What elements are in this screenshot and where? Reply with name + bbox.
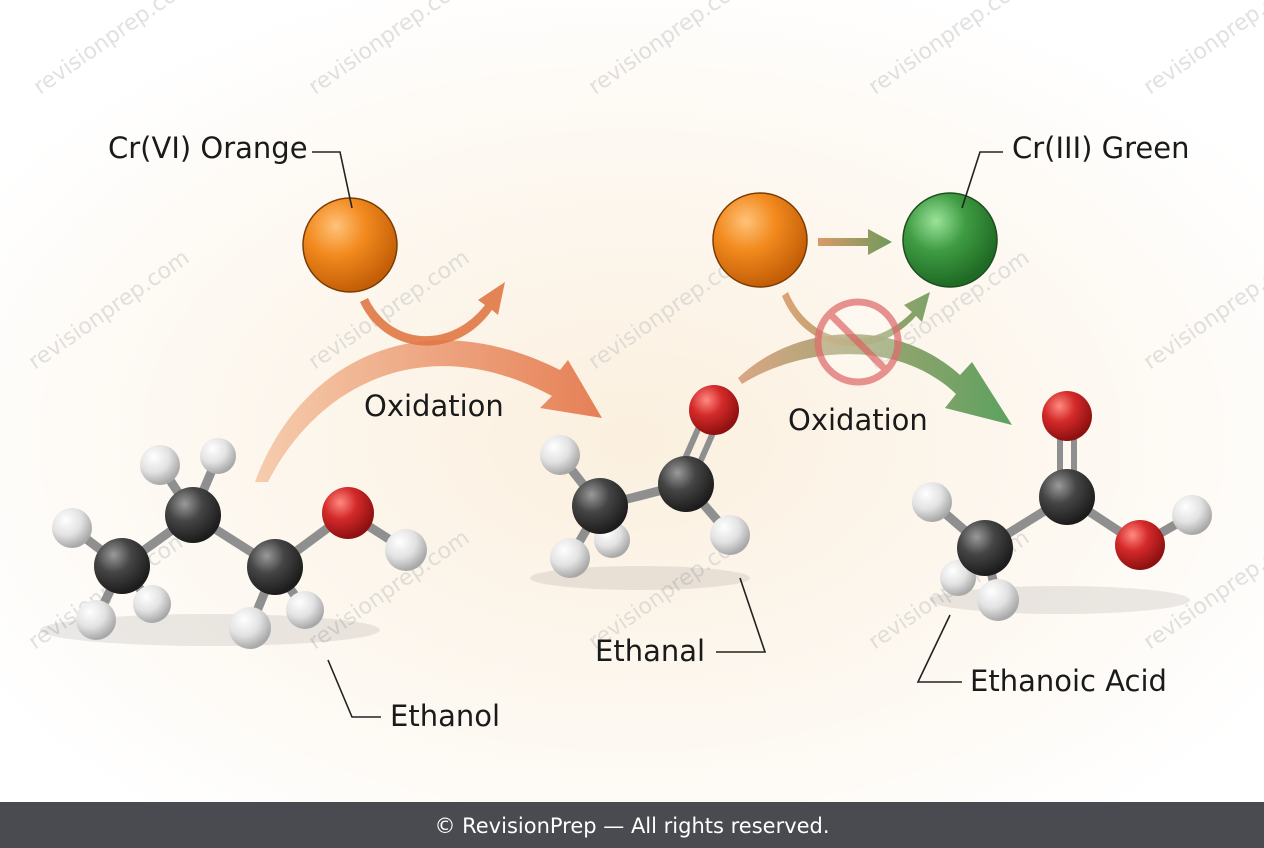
cr6-orange-ball [302, 197, 398, 293]
oxidation-arrow-1 [255, 340, 602, 482]
hydrogen-atom [200, 438, 236, 474]
hydrogen-atom [52, 508, 92, 548]
hydrogen-atom [540, 435, 580, 475]
carbon-atom [1039, 469, 1095, 525]
oxidation-arrow-2 [738, 334, 1012, 425]
cr6-orange-label: Cr(VI) Orange [108, 131, 308, 165]
cr6-orange-ball-2 [712, 192, 808, 288]
cr3-green-ball [902, 192, 998, 288]
ethanol-label: Ethanol [390, 699, 501, 733]
footer-bar: © RevisionPrep — All rights reserved. [0, 802, 1264, 848]
ethanol-leader-line [327, 659, 381, 718]
carbon-atom [572, 478, 628, 534]
oxygen-atom [689, 385, 739, 435]
hydrogen-atom [229, 607, 271, 649]
oxygen-atom [322, 487, 374, 539]
hydrogen-atom [385, 529, 427, 571]
no-sign-icon [814, 298, 902, 386]
hydrogen-atom [76, 600, 116, 640]
hydrogen-atom [710, 515, 750, 555]
oxidation-label-1: Oxidation [364, 389, 504, 423]
hydrogen-atom [977, 579, 1019, 621]
hydrogen-atom [550, 538, 590, 578]
ethanal-leader-line [716, 577, 767, 653]
ethanol-molecule [52, 438, 427, 649]
carbon-atom [658, 456, 714, 512]
ethanoic-acid-label: Ethanoic Acid [970, 664, 1167, 698]
carbon-atom [94, 538, 150, 594]
ethanal-molecule [540, 385, 750, 578]
cr6-reduction-arrow [360, 282, 505, 346]
hydrogen-atom [912, 482, 952, 522]
cr6-to-cr3-arrow [818, 229, 892, 255]
hydrogen-atom [133, 585, 171, 623]
ethanoic-acid-leader-line [916, 614, 962, 683]
ethanoic-acid-molecule [912, 391, 1212, 621]
carbon-atom [165, 487, 221, 543]
oxygen-atom [1042, 391, 1092, 441]
ethanal-label: Ethanal [595, 634, 706, 668]
hydrogen-atom [140, 445, 180, 485]
carbon-atom [247, 539, 303, 595]
cr3-green-label: Cr(III) Green [1012, 131, 1190, 165]
cr6-leader-line [312, 151, 353, 209]
copyright-text: © RevisionPrep — All rights reserved. [434, 814, 830, 838]
oxygen-atom [1115, 520, 1165, 570]
ethanal-shadow [530, 566, 750, 590]
oxidation-label-2: Oxidation [788, 403, 928, 437]
cr3-leader-line [961, 151, 1003, 209]
carbon-atom [957, 520, 1013, 576]
hydrogen-atom [1172, 495, 1212, 535]
hydrogen-atom [286, 591, 324, 629]
